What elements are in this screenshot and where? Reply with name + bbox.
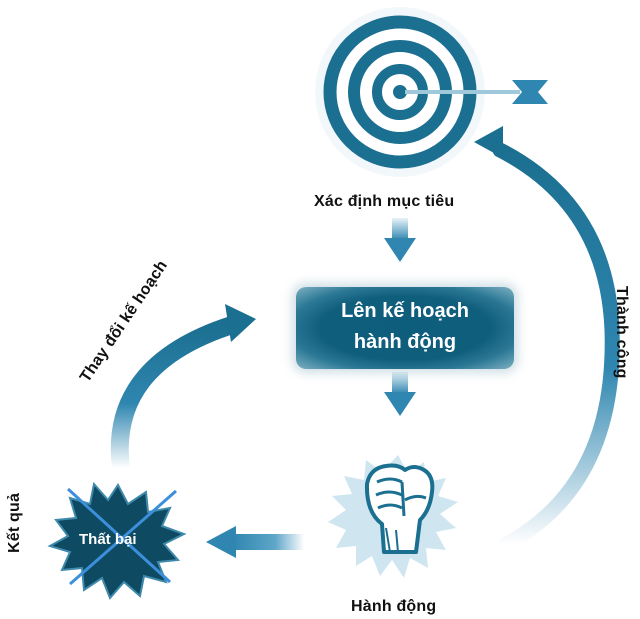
fist-icon (328, 455, 458, 578)
loss-burst-icon (47, 481, 187, 600)
goal-label: Xác định mục tiêu (314, 193, 455, 210)
cross-line-2 (69, 489, 177, 586)
plan-title: Lên kế hoạch (341, 300, 469, 322)
arrow-success (474, 126, 620, 553)
arrow-change-plan (110, 304, 256, 477)
cross-line-1 (66, 487, 172, 584)
arrow-goal-to-plan (384, 218, 416, 262)
action-label: Hành động (351, 598, 437, 615)
arrow-result (206, 526, 304, 558)
plan-node: Lên kế hoạch hành động (296, 287, 514, 369)
target-icon (315, 7, 548, 177)
arrow-plan-to-action (384, 372, 416, 416)
success-label: Thành công (613, 286, 630, 379)
plan-subtitle: hành động (353, 331, 457, 353)
result-label: Kết quả (6, 492, 23, 553)
loss-label: Thất bại (79, 531, 137, 548)
